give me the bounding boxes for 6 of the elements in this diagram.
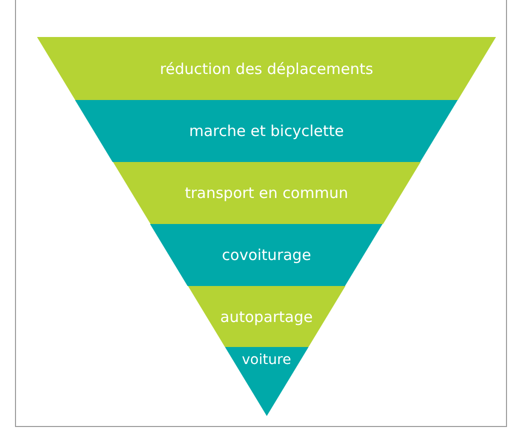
band-label: marche et bicyclette <box>189 122 344 140</box>
band-label: voiture <box>242 352 292 368</box>
band-label: réduction des déplacements <box>160 60 374 78</box>
band-label: covoiturage <box>222 246 312 264</box>
band-label: autopartage <box>220 308 313 326</box>
band-label: transport en commun <box>184 184 348 202</box>
